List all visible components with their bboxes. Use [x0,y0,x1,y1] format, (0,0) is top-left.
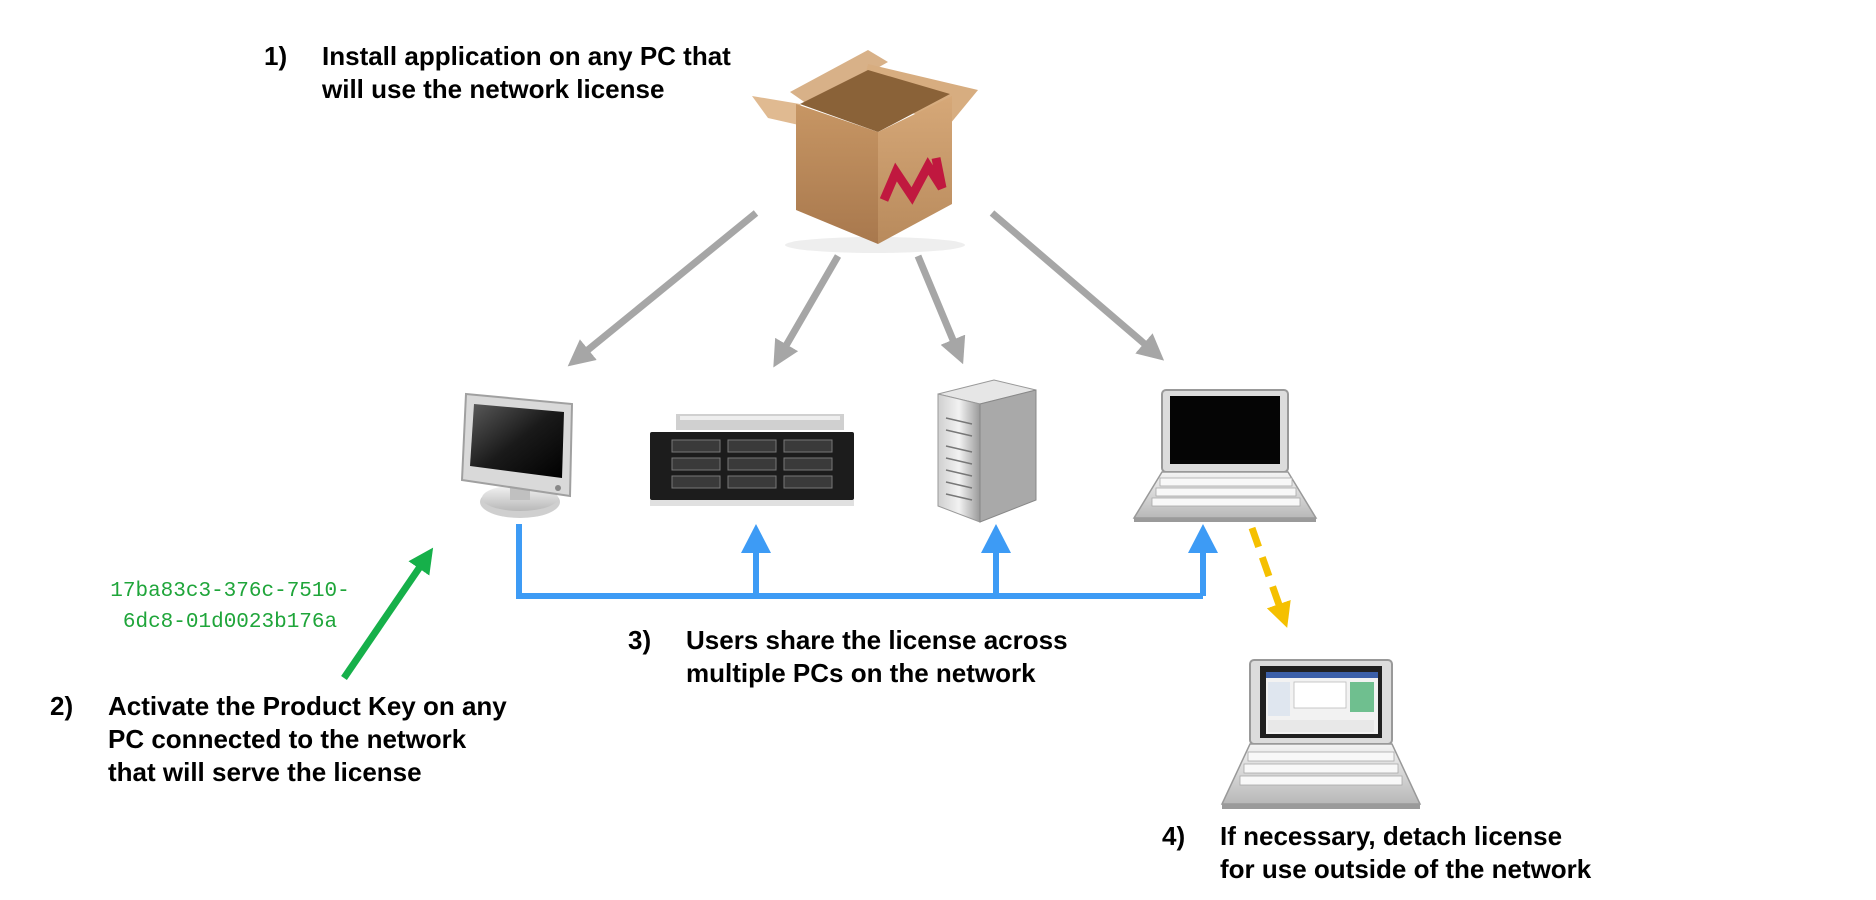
step-text-line: PC connected to the network [108,724,467,754]
step-text-line: multiple PCs on the network [686,658,1036,688]
step-text-line: If necessary, detach license [1220,821,1563,851]
tower-server-icon [937,379,1037,523]
install-arrows [567,210,1165,368]
product-key: 17ba83c3-376c-7510- 6dc8-01d0023b176a [80,576,380,638]
desktop-monitor-icon [460,392,574,518]
step-1-install: 1) Install application on any PC that wi… [264,40,731,106]
product-key-line: 17ba83c3-376c-7510- [110,580,350,603]
detach-arrow [1248,526,1291,628]
step-4-detach: 4) If necessary, detach license for use … [1162,820,1591,886]
step-text-line: will use the network license [322,74,665,104]
install-arrow-to-tower-server [914,254,966,365]
step-text-line: Activate the Product Key on any [108,691,507,721]
detached-laptop-icon [1220,659,1422,809]
step-number: 1) [264,41,288,71]
network-bus-line [516,524,1203,599]
step-number: 4) [1162,821,1186,851]
step-number: 2) [50,691,74,721]
network-arrowhead-rack-server [741,524,771,553]
network-connections [516,524,1218,599]
step-3-share: 3) Users share the license across multip… [628,624,1068,690]
step-text-line: Users share the license across [686,625,1068,655]
activation-arrow [341,547,434,680]
brand-logo [879,157,947,205]
step-2-activate: 2) Activate the Product Key on any PC co… [50,690,507,789]
rack-server-icon [650,414,854,506]
install-arrow-to-monitor [567,210,759,367]
network-arrowhead-laptop [1188,524,1218,553]
step-text-line: for use outside of the network [1220,854,1592,884]
step-text-line: that will serve the license [108,757,422,787]
software-box-icon [752,50,978,253]
product-key-line: 6dc8-01d0023b176a [122,611,338,634]
step-text-line: Install application on any PC that [322,41,731,71]
step-number: 3) [628,625,652,655]
laptop-icon [1132,389,1318,522]
network-arrowhead-tower-server [981,524,1011,553]
install-arrow-to-rack-server [773,254,842,368]
install-arrow-to-laptop [989,210,1165,361]
